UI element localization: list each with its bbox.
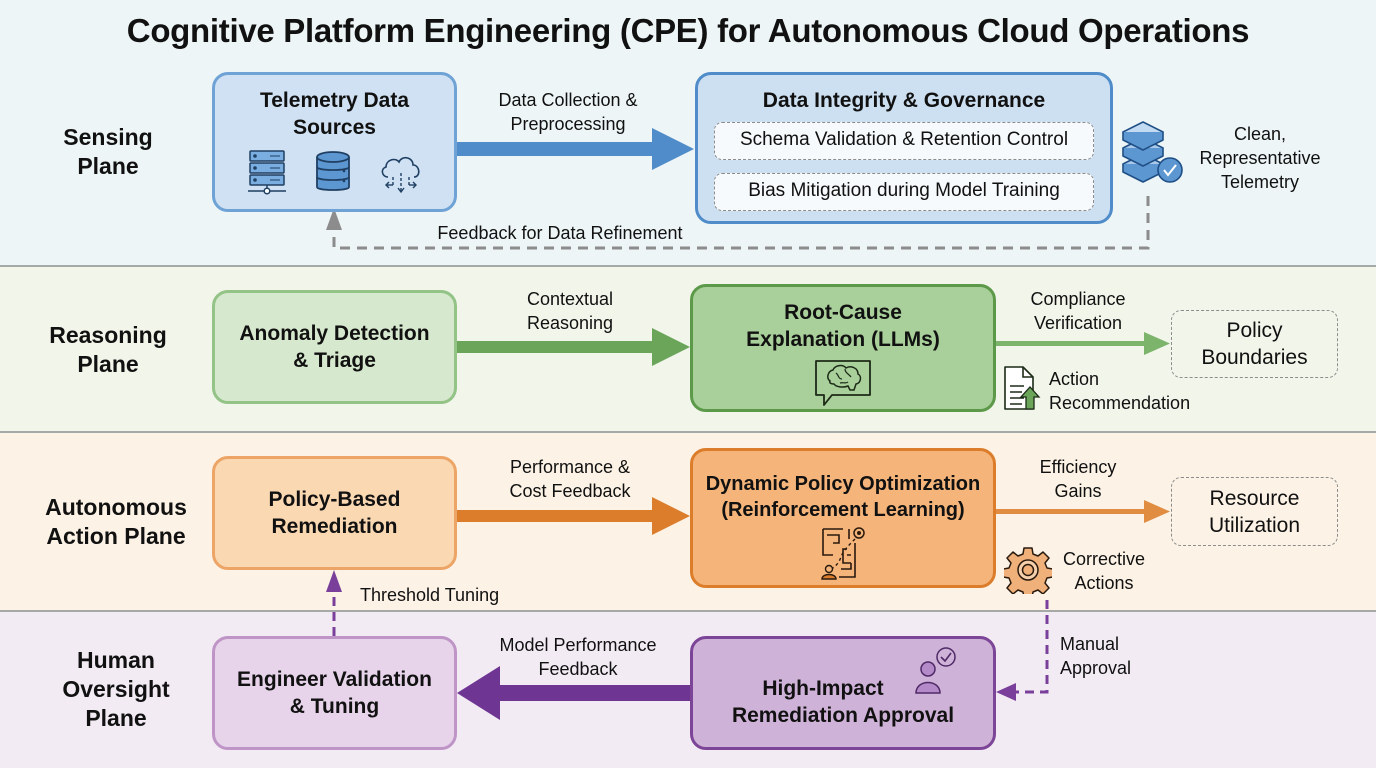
box-title: Anomaly Detection bbox=[239, 322, 430, 345]
database-icon bbox=[315, 151, 350, 191]
box-title: Dynamic Policy Optimization bbox=[705, 473, 981, 495]
box-title: Telemetry Data bbox=[259, 89, 409, 112]
plane-divider bbox=[0, 610, 1376, 612]
label-line: Cost Feedback bbox=[509, 481, 631, 501]
box-title: Sources bbox=[293, 116, 376, 139]
data-collection-label: Data Collection & Preprocessing bbox=[468, 88, 668, 136]
policy-boundaries-box[interactable]: Policy Boundaries bbox=[1171, 310, 1338, 378]
label-line: Compliance bbox=[1030, 289, 1126, 309]
box-title: (Reinforcement Learning) bbox=[721, 499, 965, 521]
label-line: Telemetry bbox=[1220, 172, 1300, 192]
brain-chat-icon bbox=[815, 360, 871, 406]
plane-label-line: Autonomous bbox=[45, 494, 187, 520]
threshold-tuning-label: Threshold Tuning bbox=[360, 585, 500, 605]
dynamic-policy-optimization-box[interactable]: Dynamic Policy Optimization (Reinforceme… bbox=[690, 448, 996, 588]
engineer-validation-box[interactable]: Engineer Validation & Tuning bbox=[212, 636, 457, 750]
box-text: Boundaries bbox=[1201, 346, 1308, 369]
label-line: Model Performance bbox=[499, 635, 657, 655]
label-line: Corrective bbox=[1062, 549, 1146, 569]
label-line: Contextual bbox=[526, 289, 614, 309]
plane-label-line: Action Plane bbox=[46, 523, 186, 549]
action-recommendation-label: Action Recommendation bbox=[1049, 367, 1229, 415]
label-line: Manual bbox=[1060, 634, 1120, 654]
box-title: High-Impact bbox=[762, 677, 884, 700]
plane-label-line: Reasoning bbox=[49, 322, 167, 348]
label-line: Performance & bbox=[509, 457, 631, 477]
policy-based-remediation-box[interactable]: Policy-Based Remediation bbox=[212, 456, 457, 570]
performance-cost-label: Performance & Cost Feedback bbox=[470, 455, 670, 503]
plane-label-line: Plane bbox=[85, 705, 147, 731]
box-title: Remediation Approval bbox=[731, 704, 955, 727]
label-line: Feedback bbox=[538, 659, 618, 679]
label-line: Clean, bbox=[1233, 124, 1287, 144]
label-line: Representative bbox=[1199, 148, 1321, 168]
anomaly-detection-box[interactable]: Anomaly Detection & Triage bbox=[212, 290, 457, 404]
box-title: Data Integrity & Governance bbox=[762, 89, 1046, 112]
user-check-icon bbox=[915, 647, 956, 694]
box-title: & Tuning bbox=[289, 695, 380, 718]
maze-path-icon bbox=[821, 527, 865, 580]
bias-mitigation-item: Bias Mitigation during Model Training bbox=[714, 173, 1094, 211]
model-performance-feedback-label: Model Performance Feedback bbox=[470, 633, 686, 681]
label-line: Actions bbox=[1074, 573, 1134, 593]
box-title: Explanation (LLMs) bbox=[746, 328, 940, 351]
label-line: Verification bbox=[1033, 313, 1123, 333]
plane-divider bbox=[0, 431, 1376, 433]
contextual-reasoning-label: Contextual Reasoning bbox=[470, 287, 670, 335]
autonomous-action-plane-label: Autonomous Action Plane bbox=[16, 493, 216, 551]
feedback-data-refinement-label: Feedback for Data Refinement bbox=[437, 223, 683, 243]
cloud-upload-icon bbox=[381, 156, 420, 194]
label-line: Data Collection & bbox=[498, 90, 638, 110]
root-cause-explanation-box[interactable]: Root-Cause Explanation (LLMs) bbox=[690, 284, 996, 412]
corrective-actions-label: Corrective Actions bbox=[1052, 547, 1156, 595]
box-title: & Triage bbox=[293, 349, 376, 372]
reasoning-plane-label: Reasoning Plane bbox=[8, 321, 208, 379]
compliance-verification-label: Compliance Verification bbox=[1000, 287, 1156, 335]
label-line: Gains bbox=[1054, 481, 1102, 501]
box-title: Engineer Validation bbox=[237, 668, 432, 691]
box-text: Resource bbox=[1209, 486, 1300, 510]
server-rack-icon bbox=[247, 150, 286, 195]
label-line: Action bbox=[1049, 369, 1100, 389]
box-text: Utilization bbox=[1208, 513, 1301, 537]
sensing-plane-label: Sensing Plane bbox=[8, 123, 208, 181]
clean-telemetry-label: Clean, Representative Telemetry bbox=[1180, 122, 1340, 194]
gear-icon bbox=[1004, 547, 1052, 594]
box-title: Policy-Based bbox=[268, 488, 401, 511]
plane-label-line: Plane bbox=[77, 351, 139, 377]
stacked-layers-check-icon bbox=[1122, 121, 1183, 183]
document-upload-icon bbox=[1004, 366, 1041, 410]
box-title: Root-Cause bbox=[784, 301, 902, 324]
label-line: Approval bbox=[1060, 658, 1132, 678]
plane-label-line: Oversight bbox=[62, 676, 170, 702]
plane-label-line: Human bbox=[77, 647, 155, 673]
box-title: Remediation bbox=[271, 515, 398, 538]
human-oversight-plane-label: Human Oversight Plane bbox=[16, 646, 216, 733]
plane-label-line: Plane bbox=[77, 153, 139, 179]
plane-label-line: Sensing bbox=[63, 124, 153, 150]
manual-approval-label: Manual Approval bbox=[1060, 632, 1160, 680]
resource-utilization-box[interactable]: Resource Utilization bbox=[1171, 477, 1338, 546]
plane-divider bbox=[0, 265, 1376, 267]
diagram-title: Cognitive Platform Engineering (CPE) for… bbox=[126, 12, 1250, 49]
efficiency-gains-label: Efficiency Gains bbox=[1000, 455, 1156, 503]
label-line: Recommendation bbox=[1049, 393, 1191, 413]
box-text: Policy bbox=[1226, 319, 1283, 342]
label-line: Preprocessing bbox=[510, 114, 626, 134]
label-line: Reasoning bbox=[526, 313, 614, 333]
telemetry-data-sources-box[interactable]: Telemetry Data Sources bbox=[212, 72, 457, 212]
label-line: Efficiency bbox=[1039, 457, 1117, 477]
schema-validation-item: Schema Validation & Retention Control bbox=[714, 122, 1094, 160]
